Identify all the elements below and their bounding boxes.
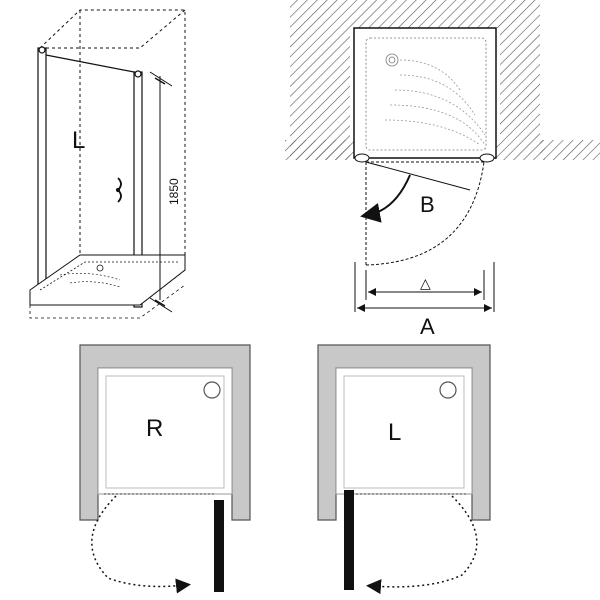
- left-plan-door: [344, 490, 354, 590]
- width-label: A: [420, 314, 435, 339]
- left-plan-label: L: [388, 419, 401, 446]
- right-plan-swing-arrow: [91, 495, 191, 594]
- plan-view: [285, 0, 600, 312]
- right-plan: [79, 344, 251, 594]
- right-plan-drain: [203, 381, 221, 399]
- left-plan-swing-arrow: [366, 495, 478, 595]
- clearance-symbol: △: [420, 275, 431, 291]
- left-plan-drain: [439, 381, 457, 399]
- height-dimension-label: 1850: [167, 178, 181, 205]
- plan-wall-top: [350, 0, 500, 28]
- left-plan: [317, 344, 491, 595]
- plan-wall-right: [500, 0, 540, 140]
- plan-wall-right-stub: [495, 140, 545, 160]
- plan-tray: [353, 27, 497, 159]
- plan-wall-left-lower: [285, 140, 355, 160]
- iso-view: [29, 9, 186, 319]
- swing-label: B: [420, 192, 435, 217]
- plan-wall-left: [290, 0, 350, 160]
- plan-wall-right-lower: [540, 140, 600, 160]
- swing-arrow: [360, 174, 411, 223]
- iso-door-label: L: [72, 127, 85, 154]
- plan-drain: [385, 53, 399, 67]
- right-plan-door: [214, 500, 224, 592]
- right-plan-label: R: [146, 415, 163, 442]
